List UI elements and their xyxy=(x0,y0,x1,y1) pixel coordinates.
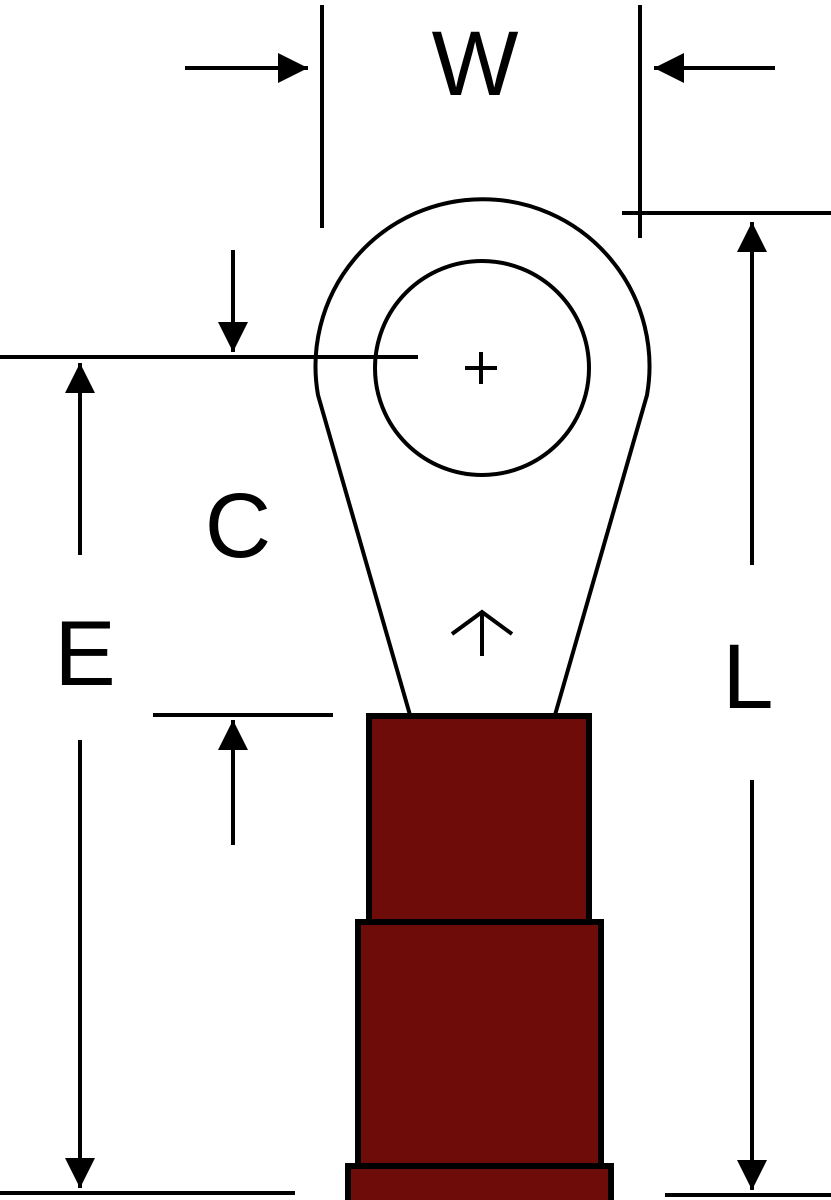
center-plus-icon xyxy=(465,352,497,384)
e-dimension xyxy=(0,355,418,1195)
insulated-barrel xyxy=(345,713,614,1200)
ring-tongue xyxy=(313,197,652,716)
e-label: E xyxy=(54,603,115,705)
length-dimension xyxy=(622,211,831,1197)
c-dimension xyxy=(153,250,333,845)
stud-hole xyxy=(373,259,591,477)
length-label: L xyxy=(722,626,773,728)
width-label: W xyxy=(432,13,519,115)
c-label: C xyxy=(205,475,271,577)
width-dimension xyxy=(185,5,775,238)
small-up-arrow-icon xyxy=(450,609,514,656)
